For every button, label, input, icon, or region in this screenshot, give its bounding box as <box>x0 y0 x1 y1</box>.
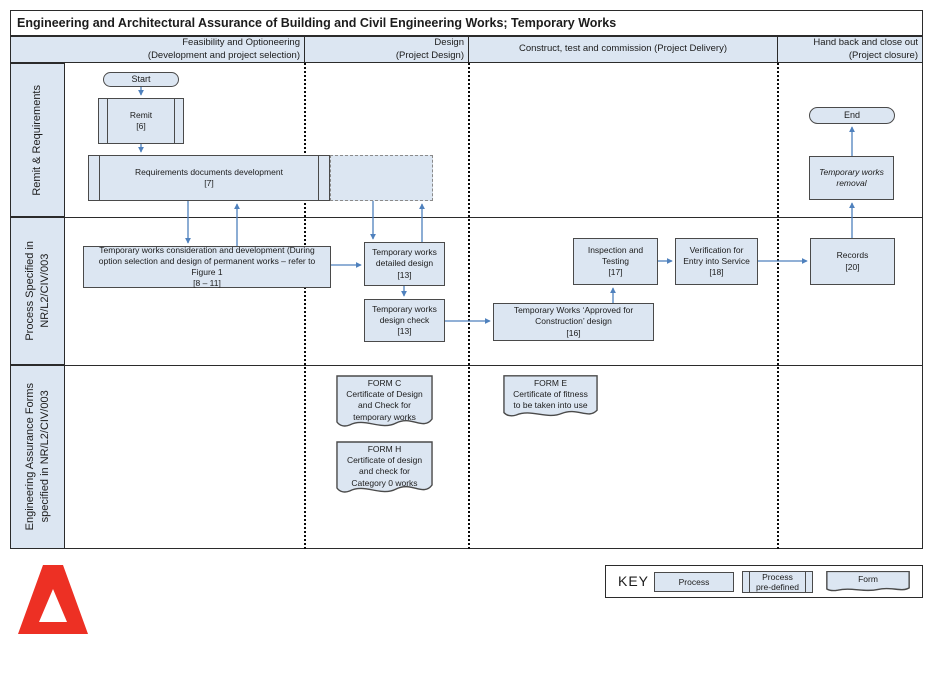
start-terminator: Start <box>103 72 179 87</box>
inspection-testing-process: Inspection and Testing [17] <box>573 238 658 285</box>
requirements-label: Requirements documents development [7] <box>135 166 283 188</box>
form-c-document: FORM C Certificate of Design and Check f… <box>336 375 433 435</box>
row-divider-2 <box>10 365 923 366</box>
key-predefined-sample: Process pre-defined <box>742 571 813 593</box>
inspection-testing-label: Inspection and Testing [17] <box>587 244 644 278</box>
end-terminator: End <box>809 107 895 124</box>
key-process-sample: Process <box>654 572 734 592</box>
verification-entry-label: Verification for Entry into Service [18] <box>683 244 750 278</box>
lane-process-specified: Process Specified in NR/L2/CIV/003 <box>10 217 65 365</box>
form-e-label: FORM E Certificate of fitness to be take… <box>513 378 588 411</box>
consideration-process: Temporary works consideration and develo… <box>83 244 331 289</box>
temporary-works-removal-process: Temporary works removal <box>809 156 894 200</box>
form-h-label: FORM H Certificate of design and check f… <box>346 444 423 488</box>
form-e-document: FORM E Certificate of fitness to be take… <box>503 375 598 423</box>
key-form-sample: Form <box>826 571 910 594</box>
lane-process-specified-label: Process Specified in NR/L2/CIV/003 <box>23 241 51 341</box>
phase-header-construct: Construct, test and commission (Project … <box>468 36 778 63</box>
lane-remit-requirements: Remit & Requirements <box>10 63 65 217</box>
key-predefined-label: Process pre-defined <box>755 571 799 592</box>
remit-process: Remit [6] <box>98 98 184 144</box>
lane-remit-requirements-label: Remit & Requirements <box>31 84 44 196</box>
remit-label: Remit [6] <box>129 109 153 131</box>
requirements-process: Requirements documents development [7] <box>88 155 330 201</box>
verification-entry-process: Verification for Entry into Service [18] <box>675 238 758 285</box>
end-label: End <box>843 109 860 120</box>
key-title: KEY <box>618 573 650 589</box>
triangle-logo-icon <box>18 565 88 634</box>
document-shape-icon <box>336 375 433 435</box>
form-h-document: FORM H Certificate of design and check f… <box>336 441 433 501</box>
form-c-label: FORM C Certificate of Design and Check f… <box>346 378 423 422</box>
approved-for-construction-label: Temporary Works ‘Approved for Constructi… <box>513 305 634 338</box>
document-shape-icon <box>826 571 910 594</box>
key-legend: KEY Process Process pre-defined Form <box>605 565 923 598</box>
phase-header-design-label: Design (Project Design) <box>395 37 464 61</box>
phase-header-feasibility: Feasibility and Optioneering (Developmen… <box>10 36 305 63</box>
detailed-design-process: Temporary works detailed design [13] <box>364 242 445 286</box>
approved-for-construction-process: Temporary Works ‘Approved for Constructi… <box>493 303 654 341</box>
phase-divider-3 <box>777 63 779 549</box>
phase-divider-2 <box>468 63 470 549</box>
requirements-dashed-extension <box>330 155 433 201</box>
design-check-process: Temporary works design check [13] <box>364 299 445 342</box>
phase-header-design: Design (Project Design) <box>304 36 469 63</box>
records-process: Records [20] <box>810 238 895 285</box>
phase-divider-1 <box>304 63 306 549</box>
detailed-design-label: Temporary works detailed design [13] <box>372 247 437 280</box>
phase-header-handback-label: Hand back and close out (Project closure… <box>813 37 918 61</box>
phase-header-feasibility-label: Feasibility and Optioneering (Developmen… <box>147 37 300 61</box>
key-form-label: Form <box>858 574 878 584</box>
phase-header-construct-label: Construct, test and commission (Project … <box>518 43 727 55</box>
start-label: Start <box>131 73 151 84</box>
document-shape-icon <box>503 375 598 423</box>
diagram-title: Engineering and Architectural Assurance … <box>10 10 923 36</box>
document-shape-icon <box>336 441 433 501</box>
lane-assurance-forms: Engineering Assurance Forms specified in… <box>10 365 65 549</box>
lane-assurance-forms-label: Engineering Assurance Forms specified in… <box>23 383 51 531</box>
row-divider-1 <box>10 217 923 218</box>
records-label: Records [20] <box>836 250 869 272</box>
phase-header-handback: Hand back and close out (Project closure… <box>777 36 923 63</box>
key-process-label: Process <box>678 577 710 587</box>
temporary-works-removal-label: Temporary works removal <box>819 166 884 188</box>
design-check-label: Temporary works design check [13] <box>372 303 437 337</box>
diagram-title-text: Engineering and Architectural Assurance … <box>17 16 617 30</box>
consideration-label: Temporary works consideration and develo… <box>98 244 316 289</box>
